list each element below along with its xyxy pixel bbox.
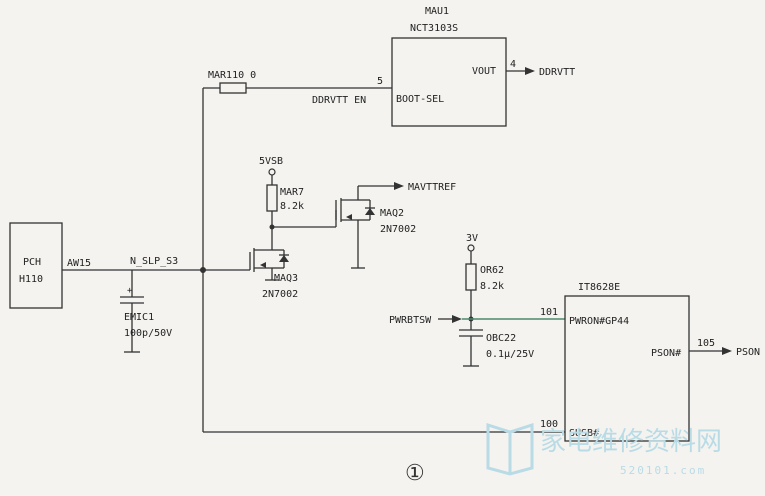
watermark-url: 520101.com bbox=[620, 464, 706, 477]
maq2-part: 2N7002 bbox=[380, 224, 416, 235]
maq3-diode-icon bbox=[279, 255, 289, 262]
pwrbtsw-arrow-icon bbox=[452, 315, 462, 323]
ddrvtt-arrow-icon bbox=[525, 67, 535, 75]
book-logo-icon bbox=[486, 422, 534, 476]
mar7-value: 8.2k bbox=[280, 201, 304, 212]
pch-block bbox=[9, 222, 63, 309]
mau1-block bbox=[391, 37, 507, 127]
pson-arrow-icon bbox=[722, 347, 732, 355]
mar7-resistor bbox=[266, 184, 278, 212]
maq2-arrow-icon bbox=[346, 214, 352, 220]
emic1-value: 100p/50V bbox=[124, 328, 172, 339]
net-3v: 3V bbox=[466, 233, 478, 244]
junction-n-slp-s3 bbox=[200, 267, 206, 273]
watermark: 家电维修资料网 520101.com bbox=[486, 422, 722, 477]
it8628e-pin-pson: PSON# bbox=[651, 348, 681, 359]
net-mavttref: MAVTTREF bbox=[408, 182, 456, 193]
maq3-ref: MAQ3 bbox=[274, 273, 298, 284]
it8628e-block bbox=[564, 295, 690, 442]
vsb5-terminal bbox=[268, 168, 276, 176]
emic1-ref: EMIC1 bbox=[124, 312, 154, 323]
watermark-text: 家电维修资料网 bbox=[540, 427, 722, 457]
obc22-value: 0.1μ/25V bbox=[486, 349, 534, 360]
net-n-slp-s3: N_SLP_S3 bbox=[130, 256, 178, 267]
it8628e-pin-101-number: 101 bbox=[540, 307, 558, 318]
net-pson: PSON bbox=[736, 347, 760, 358]
net-ddrvtt-en: DDRVTT EN bbox=[312, 95, 366, 106]
mau1-part: NCT3103S bbox=[410, 23, 458, 34]
pch-label: PCH bbox=[23, 257, 41, 268]
v3-terminal bbox=[467, 244, 475, 252]
or62-ref: OR62 bbox=[480, 265, 504, 276]
or62-value: 8.2k bbox=[480, 281, 504, 292]
maq3-transistor bbox=[249, 248, 289, 281]
maq2-ref: MAQ2 bbox=[380, 208, 404, 219]
or62-resistor bbox=[465, 263, 477, 291]
mau1-pin-4-number: 4 bbox=[510, 59, 516, 70]
emic1-plus-sign: + bbox=[127, 286, 133, 296]
mau1-pin-vout: VOUT bbox=[472, 66, 496, 77]
it8628e-pin-pwron: PWRON#GP44 bbox=[569, 316, 629, 327]
figure-number: ① bbox=[405, 461, 425, 486]
net-ddrvtt: DDRVTT bbox=[539, 67, 575, 78]
mar110-label: MAR110 0 bbox=[208, 70, 256, 81]
obc22-ref: OBC22 bbox=[486, 333, 516, 344]
net-pwrbtsw: PWRBTSW bbox=[389, 315, 432, 326]
maq3-arrow-icon bbox=[260, 262, 266, 268]
mar110-resistor bbox=[219, 82, 247, 94]
mar7-ref: MAR7 bbox=[280, 187, 304, 198]
pch-pin-aw15: AW15 bbox=[67, 258, 91, 269]
it8628e-part: IT8628E bbox=[578, 282, 620, 293]
net-5vsb: 5VSB bbox=[259, 156, 283, 167]
pch-model-label: H110 bbox=[19, 274, 43, 285]
mavttref-arrow-icon bbox=[394, 182, 404, 190]
it8628e-pin-susb: SUSB# bbox=[569, 428, 599, 439]
maq2-transistor bbox=[335, 186, 375, 269]
it8628e-pin-105-number: 105 bbox=[697, 338, 715, 349]
maq3-part: 2N7002 bbox=[262, 289, 298, 300]
mau1-pin-boot-sel: BOOT-SEL bbox=[396, 94, 444, 105]
mau1-ref: MAU1 bbox=[425, 6, 449, 17]
it8628e-pin-100-number: 100 bbox=[540, 419, 558, 430]
mau1-pin-5-number: 5 bbox=[377, 76, 383, 87]
maq2-diode-icon bbox=[365, 208, 375, 215]
